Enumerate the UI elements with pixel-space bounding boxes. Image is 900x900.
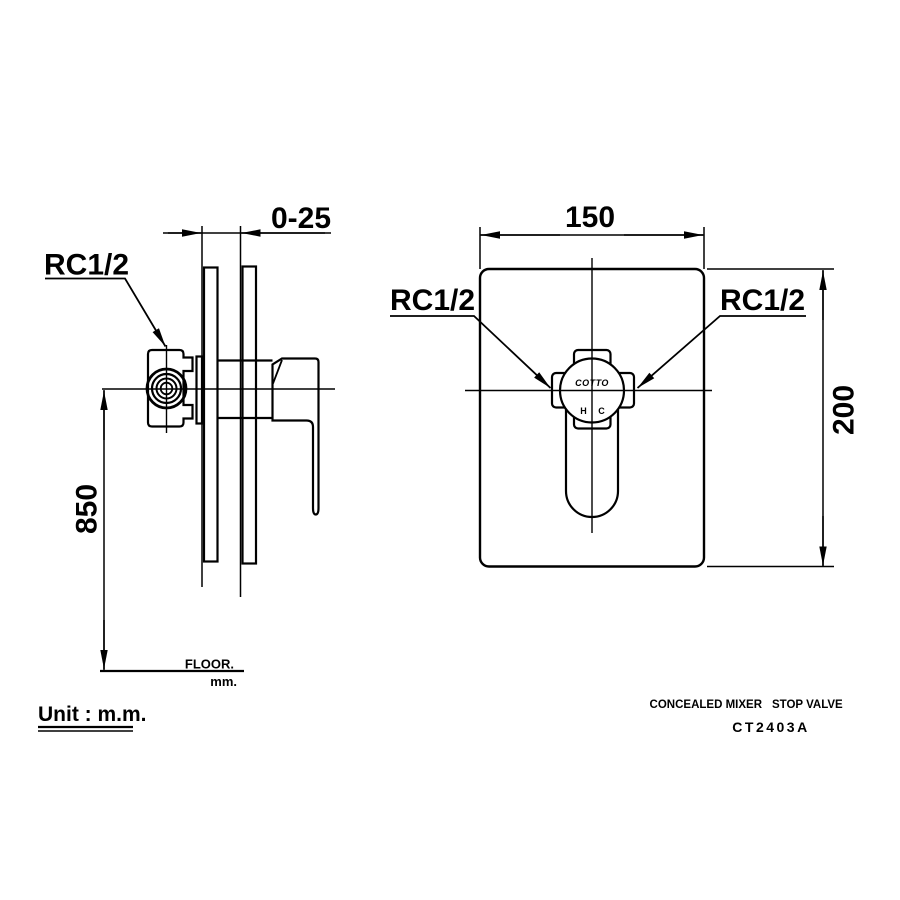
product-name-part-2: STOP VALVE — [772, 699, 843, 711]
thread-label: RC1/2 — [44, 249, 129, 282]
side-view: 0-25 850 FLOO — [44, 202, 335, 689]
valve-body-side — [146, 348, 194, 428]
thread-callout-front-left: RC1/2 — [390, 284, 552, 389]
dimension-plate-width: 150 — [479, 201, 705, 269]
handle-side — [271, 357, 320, 516]
front-view: 150 200 COTTO H C RC1/2 RC1/2 — [390, 201, 861, 568]
dimension-height-from-floor: 850 — [71, 390, 108, 670]
wall-depth-value: 0-25 — [271, 202, 331, 235]
thread-label: RC1/2 — [720, 284, 805, 317]
leader-line — [45, 277, 167, 347]
thread-callout-side: RC1/2 — [44, 249, 167, 347]
leader-line — [636, 315, 806, 389]
dimension-wall-depth: 0-25 — [163, 202, 331, 237]
thread-callout-front-right: RC1/2 — [636, 284, 806, 389]
floor-unit-label: mm. — [210, 674, 237, 689]
product-name-part-1: CONCEALED MIXER — [650, 699, 763, 711]
valve-mounting-flange — [195, 355, 204, 425]
leader-line — [390, 315, 552, 389]
unit-note: Unit : m.m. — [38, 703, 147, 726]
height-value: 200 — [828, 385, 861, 435]
thread-label: RC1/2 — [390, 284, 475, 317]
dimension-plate-height: 200 — [707, 268, 861, 568]
footer: Unit : m.m. CONCEALED MIXER STOP VALVE C… — [38, 699, 843, 735]
product-code: CT2403A — [732, 719, 809, 735]
handle-face-edge — [272, 359, 283, 384]
width-value: 150 — [565, 201, 615, 234]
height-value: 850 — [71, 484, 104, 534]
wall-plate-back — [241, 265, 258, 565]
floor-label: FLOOR. — [185, 657, 234, 672]
wall-plate-front — [202, 266, 219, 563]
cold-marker: C — [598, 406, 605, 416]
hot-marker: H — [580, 406, 587, 416]
